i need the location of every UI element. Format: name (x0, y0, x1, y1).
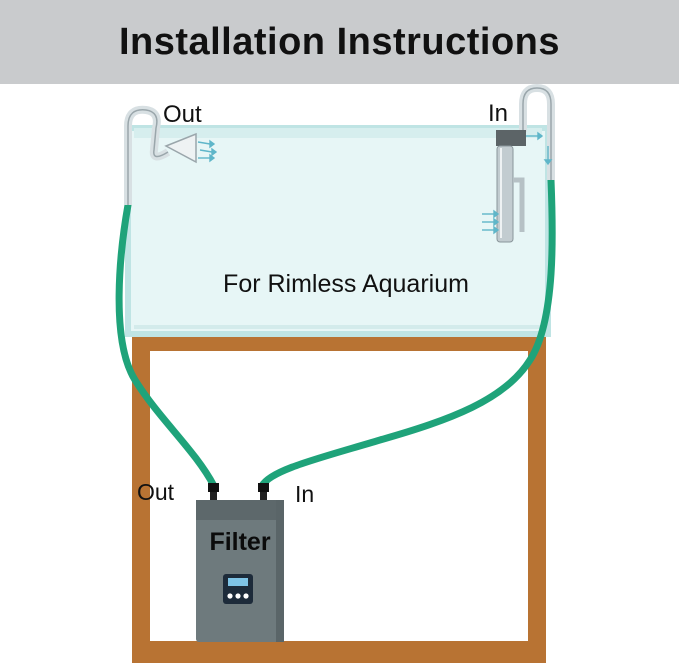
filter-out-label: Out (137, 479, 175, 505)
rimless-tank (125, 125, 551, 337)
outflow-label: Out (163, 101, 202, 128)
filter-label: Filter (209, 528, 271, 556)
outflow-hose (115, 201, 218, 490)
control-panel-icon (223, 574, 253, 604)
tank-caption: For Rimless Aquarium (223, 270, 469, 298)
filter-in-label: In (295, 481, 315, 507)
flow-arrow-icon (197, 139, 218, 163)
flow-arrow-icon (482, 131, 553, 235)
filter-connectors (208, 483, 269, 502)
outflow-pipe-icon (124, 105, 197, 205)
aquarium-stand (132, 333, 546, 663)
header-bar: Installation Instructions (0, 0, 679, 84)
page-title: Installation Instructions (118, 20, 561, 63)
inflow-hose (258, 176, 556, 490)
canister-filter (196, 500, 284, 642)
inflow-label: In (488, 100, 509, 127)
inflow-pipe-icon (496, 83, 555, 243)
hoses (115, 176, 556, 490)
